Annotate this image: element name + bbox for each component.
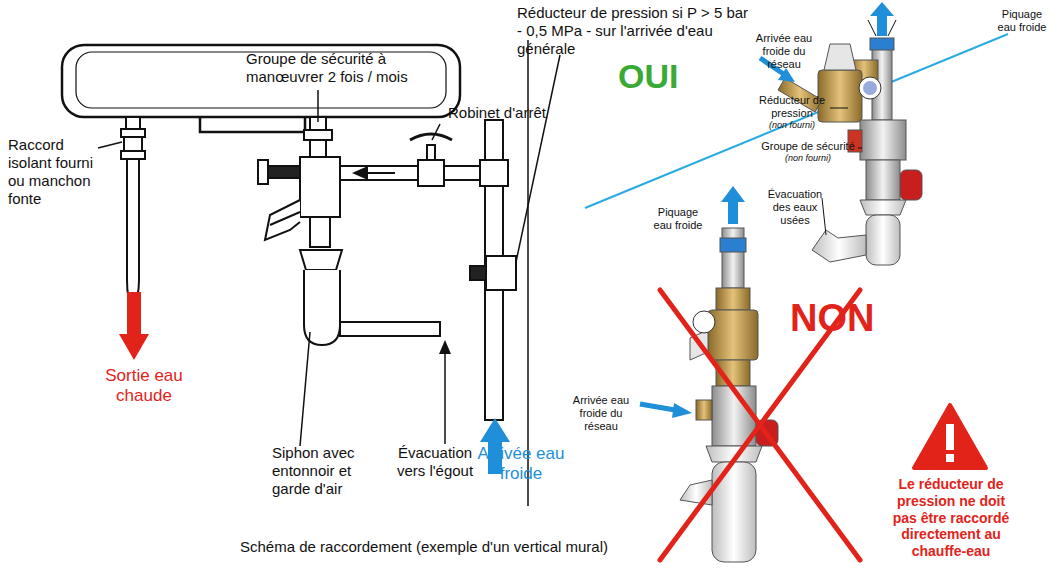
cold-pipe — [340, 120, 516, 420]
callout-label: Siphon avec entonnoir et garde d'air — [272, 444, 384, 498]
safety-group — [258, 117, 440, 345]
flow-label: Arrivée eau froide — [466, 444, 576, 485]
part-note: (non fourni) — [758, 153, 858, 164]
caption: Schéma de raccordement (exemple d'un ver… — [240, 538, 608, 556]
hot-water-pipe — [121, 117, 145, 312]
part-label: Piquage eau froide — [992, 8, 1052, 34]
callout-label: Groupe de sécurité à manœuvrer 2 fois / … — [246, 50, 446, 86]
leader-lines — [822, 20, 896, 235]
callout-label: Réducteur de pression si P > 5 bar - 0,5… — [517, 4, 752, 58]
verdict-label: NON — [790, 296, 900, 342]
leader-line — [98, 142, 122, 148]
part-label: Évacuation des eaux usées — [760, 188, 830, 228]
callout-label: Robinet d'arrêt — [448, 104, 578, 122]
verdict-label: OUI — [618, 56, 708, 97]
hot-water-arrow — [119, 292, 149, 360]
part-label: Réducteur de pression — [752, 94, 832, 120]
flow-label: Sortie eau chaude — [84, 366, 204, 407]
warning-note: Le réducteur de pression ne doit pas êtr… — [888, 476, 1014, 560]
callout-label: Évacuation vers l'égout — [385, 444, 485, 480]
warning-symbol — [914, 405, 986, 468]
flow-arrow — [352, 166, 395, 180]
part-label: Piquage eau froide — [648, 206, 708, 232]
part-label: Arrivée eau froide du réseau — [748, 32, 820, 72]
water-heater — [62, 45, 460, 132]
part-label: Groupe de sécurité — [758, 140, 858, 153]
callout-label: Raccord isolant fourni ou manchon fonte — [8, 136, 96, 208]
part-label: Arrivée eau froide du réseau — [565, 394, 637, 434]
part-note: (non fourni) — [752, 120, 832, 131]
arrow-head — [439, 340, 451, 354]
